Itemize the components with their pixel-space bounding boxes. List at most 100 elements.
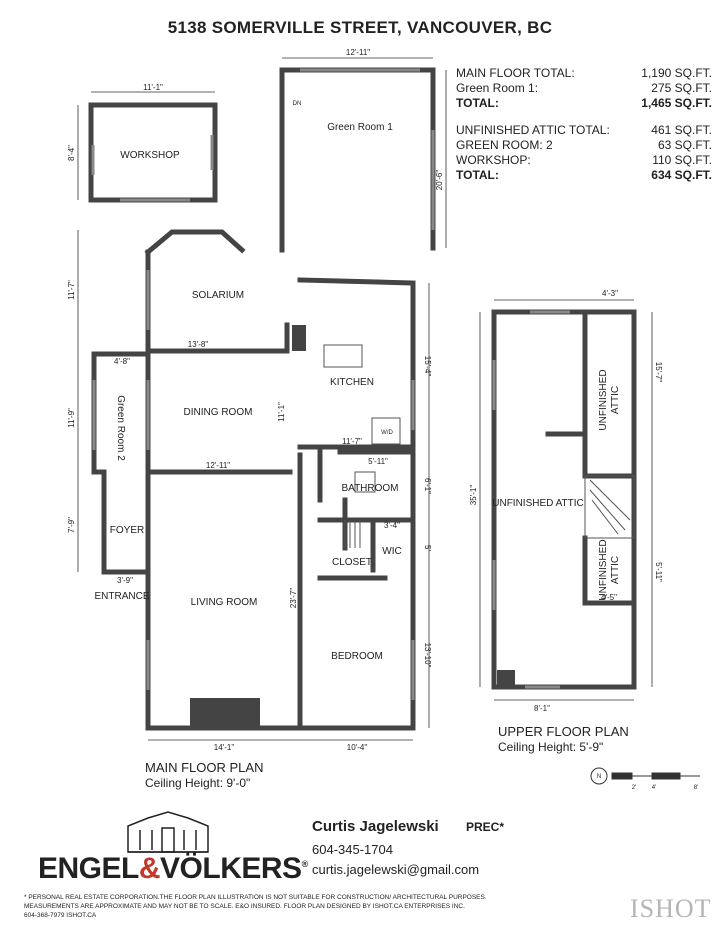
main-floor-outer-walls bbox=[145, 249, 416, 731]
dim-attic-small-width: 4'-5" bbox=[601, 593, 617, 602]
dim-workshop-width: 11'-1" bbox=[143, 83, 163, 92]
green-room-1-label: Green Room 1: bbox=[456, 81, 539, 95]
dim-living-height: 23'-7" bbox=[289, 588, 298, 609]
area-row-green-room-2: GREEN ROOM: 2 63 SQ.FT. bbox=[456, 138, 712, 153]
dim-foyer-width: 3'-9" bbox=[117, 576, 133, 585]
brand-registered: ® bbox=[301, 859, 309, 869]
page-title: 5138 SOMERVILLE STREET, VANCOUVER, BC bbox=[167, 18, 553, 37]
green-room-2-value: 63 SQ.FT. bbox=[657, 138, 712, 152]
area-row-workshop: WORKSHOP: 110 SQ.FT. bbox=[456, 153, 712, 168]
green-room-1-walls bbox=[279, 67, 436, 253]
room-solarium: SOLARIUM bbox=[192, 290, 244, 301]
room-bedroom: BEDROOM bbox=[331, 651, 383, 662]
dim-solarium-width: 13'-8" bbox=[188, 340, 209, 349]
dim-wic-width: 3'-4" bbox=[384, 521, 400, 530]
engel-volkers-building-logo bbox=[127, 811, 209, 853]
green-room-1-value: 275 SQ.FT. bbox=[651, 81, 712, 95]
disclaimer-line-2: MEASUREMENTS ARE APPROXIMATE AND MAY NOT… bbox=[24, 903, 465, 910]
agent-title: PREC* bbox=[466, 820, 505, 834]
green-room-2-foyer-walls bbox=[91, 351, 151, 575]
main-floor-ceiling: Ceiling Height: 9'-0" bbox=[145, 776, 250, 790]
area-row-main-floor: MAIN FLOOR TOTAL: 1,190 SQ.FT. bbox=[456, 66, 712, 81]
ishot-watermark: ISHOT bbox=[630, 894, 712, 923]
disclaimer: * PERSONAL REAL ESTATE CORPORATION.THE F… bbox=[24, 893, 544, 920]
scale-label-8: 8' bbox=[694, 785, 698, 791]
disclaimer-line-1: * PERSONAL REAL ESTATE CORPORATION.THE F… bbox=[24, 894, 487, 901]
dim-attic-small-height: 5'-11" bbox=[654, 562, 663, 582]
dim-dining-height: 11'-1" bbox=[277, 402, 286, 422]
room-kitchen: KITCHEN bbox=[330, 377, 374, 388]
engel-volkers-wordmark: ENGEL&VÖLKERS® bbox=[38, 852, 308, 886]
dim-living-bottom: 14'-1" bbox=[214, 743, 235, 752]
dim-green-room-1-height: 20'-6" bbox=[435, 170, 444, 191]
scale-label-2: 2' bbox=[632, 785, 636, 791]
attic-value: 461 SQ.FT. bbox=[651, 123, 712, 137]
attic-lower-label-1: UNFINISHED bbox=[598, 539, 609, 600]
area-summary: MAIN FLOOR TOTAL: 1,190 SQ.FT. Green Room… bbox=[456, 66, 712, 183]
room-closet: CLOSET bbox=[332, 557, 372, 568]
area-row-total-1: TOTAL: 1,465 SQ.FT. bbox=[456, 96, 712, 111]
dim-bedroom-height: 13'-10" bbox=[423, 643, 432, 668]
dim-bathroom-height: 6'-1" bbox=[423, 478, 432, 494]
brand-ampersand: & bbox=[138, 852, 161, 885]
area-row-green-room-1: Green Room 1: 275 SQ.FT. bbox=[456, 81, 712, 96]
workshop-label: WORKSHOP: bbox=[456, 153, 531, 167]
dim-kitchen-height: 15'-4" bbox=[423, 356, 432, 377]
brand-part-2: VÖLKERS bbox=[160, 852, 302, 885]
room-living-room: LIVING ROOM bbox=[191, 597, 258, 608]
dim-solarium-height: 11'-7" bbox=[67, 280, 76, 300]
room-unfinished-attic: UNFINISHED ATTIC bbox=[492, 498, 583, 509]
dim-attic-right-height: 15'-7" bbox=[654, 362, 663, 383]
area-row-total-2: TOTAL: 634 SQ.FT. bbox=[456, 168, 712, 183]
attic-lower-label-2: ATTIC bbox=[610, 556, 621, 584]
dim-green-room-1-width: 12'-11" bbox=[346, 48, 370, 57]
solarium-top-wall bbox=[297, 277, 416, 286]
main-floor-value: 1,190 SQ.FT. bbox=[641, 66, 712, 80]
room-bathroom: BATHROOM bbox=[341, 483, 398, 494]
room-wic: WIC bbox=[382, 546, 401, 557]
green-room-2-label: GREEN ROOM: 2 bbox=[456, 138, 553, 152]
dim-wic-height: 5' bbox=[423, 545, 432, 551]
scale-label-4: 4' bbox=[652, 785, 656, 791]
disclaimer-line-3: 604-368-7979 ISHOT.CA bbox=[24, 912, 97, 919]
room-green-room-1: Green Room 1 bbox=[327, 122, 393, 133]
workshop-value: 110 SQ.FT. bbox=[652, 153, 712, 167]
dim-attic-top: 4'-3" bbox=[602, 289, 618, 298]
dim-kitchen-width: 11'-7" bbox=[342, 437, 362, 446]
agent-email[interactable]: curtis.jagelewski@gmail.com bbox=[312, 862, 480, 877]
total-1-label: TOTAL: bbox=[456, 96, 499, 110]
main-floor-plan-title: MAIN FLOOR PLAN bbox=[145, 760, 263, 775]
area-row-attic: UNFINISHED ATTIC TOTAL: 461 SQ.FT. bbox=[456, 123, 712, 138]
dim-workshop-height: 8'-4" bbox=[67, 145, 76, 161]
upper-floor-ceiling: Ceiling Height: 5'-9" bbox=[498, 740, 603, 754]
dim-foyer-height: 7'-9" bbox=[67, 517, 76, 533]
room-dining-room: DINING ROOM bbox=[184, 407, 253, 418]
attic-upper-label-1: UNFINISHED bbox=[598, 369, 609, 430]
dim-attic-bottom: 8'-1" bbox=[534, 704, 550, 713]
attic-upper-label-2: ATTIC bbox=[610, 386, 621, 414]
stairs-down-label: DN bbox=[293, 101, 302, 107]
main-floor-label: MAIN FLOOR TOTAL: bbox=[456, 66, 575, 80]
total-2-value: 634 SQ.FT. bbox=[651, 168, 712, 182]
entrance-label: ENTRANCE bbox=[94, 591, 149, 602]
dim-green-room-2-width: 4'-8" bbox=[114, 357, 130, 366]
agent-phone[interactable]: 604-345-1704 bbox=[312, 842, 393, 857]
room-foyer: FOYER bbox=[110, 525, 144, 536]
dim-living-width: 12'-11" bbox=[206, 461, 230, 470]
brand-part-1: ENGEL bbox=[38, 852, 139, 885]
total-1-value: 1,465 SQ.FT. bbox=[641, 96, 712, 110]
washer-dryer-label: W/D bbox=[381, 430, 393, 436]
total-2-label: TOTAL: bbox=[456, 168, 499, 182]
solarium-bay-wall bbox=[144, 229, 246, 256]
dim-bathroom-width: 5'-11" bbox=[368, 457, 388, 466]
attic-label: UNFINISHED ATTIC TOTAL: bbox=[456, 123, 610, 137]
north-arrow-label: N bbox=[597, 774, 601, 780]
room-workshop: WORKSHOP bbox=[120, 150, 180, 161]
agent-name: Curtis Jagelewski bbox=[312, 818, 439, 835]
room-green-room-2: Green Room 2 bbox=[115, 395, 126, 461]
dim-green-room-2-height: 11'-9" bbox=[67, 408, 76, 428]
upper-floor-plan-title: UPPER FLOOR PLAN bbox=[498, 724, 629, 739]
dim-attic-height: 35'-1" bbox=[469, 485, 478, 506]
dim-bedroom-bottom: 10'-4" bbox=[347, 743, 368, 752]
